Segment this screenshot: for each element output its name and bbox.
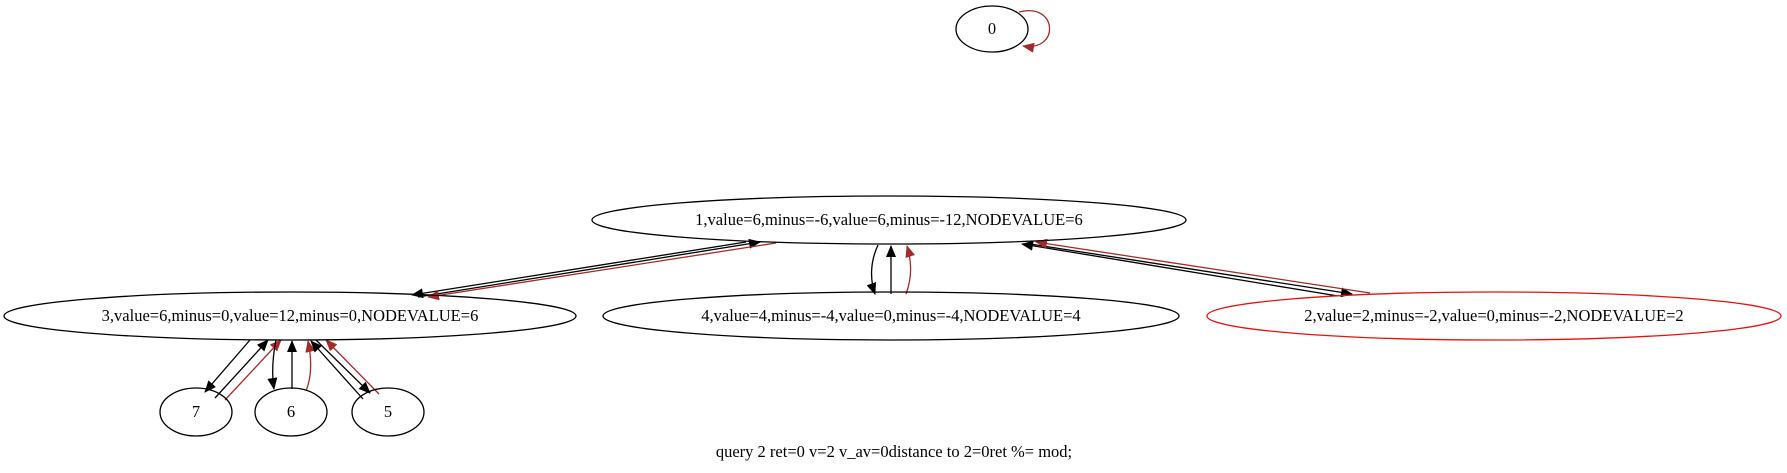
edges	[204, 10, 1371, 401]
node-2-label: 2,value=2,minus=-2,value=0,minus=-2,NODE…	[1304, 306, 1683, 325]
node-0[interactable]: 0	[955, 5, 1029, 53]
edge-5-to-3-red	[325, 339, 380, 395]
edge-2-to-1	[1021, 240, 1339, 297]
node-6-label: 6	[287, 402, 295, 421]
node-6-shape	[254, 387, 328, 437]
node-7-label: 7	[192, 402, 200, 421]
edge-3-to-1	[417, 238, 761, 298]
node-6[interactable]: 6	[254, 387, 328, 437]
node-1[interactable]: 1,value=6,minus=-6,value=6,minus=-12,NOD…	[591, 195, 1187, 245]
edge-2-to-1-red	[1035, 238, 1371, 294]
graph-caption: query 2 ret=0 v=2 v_av=0distance to 2=0r…	[716, 442, 1072, 461]
node-5-shape	[351, 387, 425, 437]
edge-1-to-2	[1029, 243, 1353, 298]
node-3[interactable]: 3,value=6,minus=0,value=12,minus=0,NODEV…	[3, 291, 577, 341]
node-4-shape	[602, 291, 1180, 341]
node-5[interactable]: 5	[351, 387, 425, 437]
node-4-label: 4,value=4,minus=-4,value=0,minus=-4,NODE…	[701, 306, 1080, 325]
edge-0-to-0	[1018, 10, 1051, 53]
edge-6-to-3-red	[305, 340, 316, 392]
edge-4-to-1-red	[905, 245, 916, 295]
node-3-shape	[3, 291, 577, 341]
edge-1-to-3	[411, 241, 747, 299]
edge-3-to-6	[267, 339, 278, 390]
edge-7-to-3-red	[224, 339, 282, 401]
node-5-label: 5	[384, 402, 392, 421]
edge-3-to-5	[315, 339, 371, 394]
node-0-shape	[955, 5, 1029, 53]
node-0-label: 0	[988, 19, 996, 38]
edge-5-to-3	[310, 340, 364, 400]
node-3-label: 3,value=6,minus=0,value=12,minus=0,NODEV…	[102, 306, 479, 325]
edge-3-to-7	[204, 339, 251, 393]
edge-7-to-3	[214, 339, 269, 399]
edge-1-to-4	[866, 244, 879, 295]
node-2-shape	[1206, 291, 1782, 341]
node-1-shape	[591, 195, 1187, 245]
node-7[interactable]: 7	[159, 387, 233, 437]
node-2-highlighted[interactable]: 2,value=2,minus=-2,value=0,minus=-2,NODE…	[1206, 291, 1782, 341]
node-4[interactable]: 4,value=4,minus=-4,value=0,minus=-4,NODE…	[602, 291, 1180, 341]
node-7-shape	[159, 387, 233, 437]
node-1-label: 1,value=6,minus=-6,value=6,minus=-12,NOD…	[695, 210, 1083, 229]
edge-1-to-3-red	[427, 242, 777, 301]
